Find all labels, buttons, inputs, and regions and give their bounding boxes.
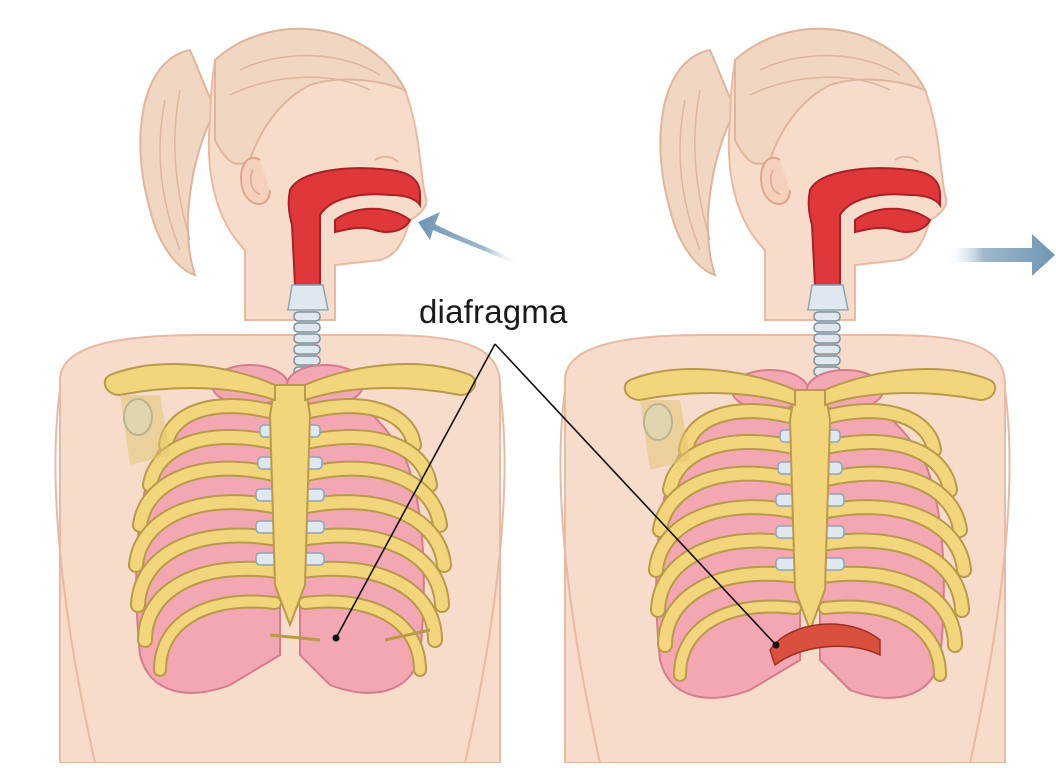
figure-exhalation: [560, 29, 1009, 763]
inhale-arrow-icon: [418, 212, 520, 266]
exhale-arrow-icon: [945, 234, 1055, 276]
figure-inhalation: [55, 29, 504, 763]
diaphragm-label: diafragma: [419, 292, 568, 332]
